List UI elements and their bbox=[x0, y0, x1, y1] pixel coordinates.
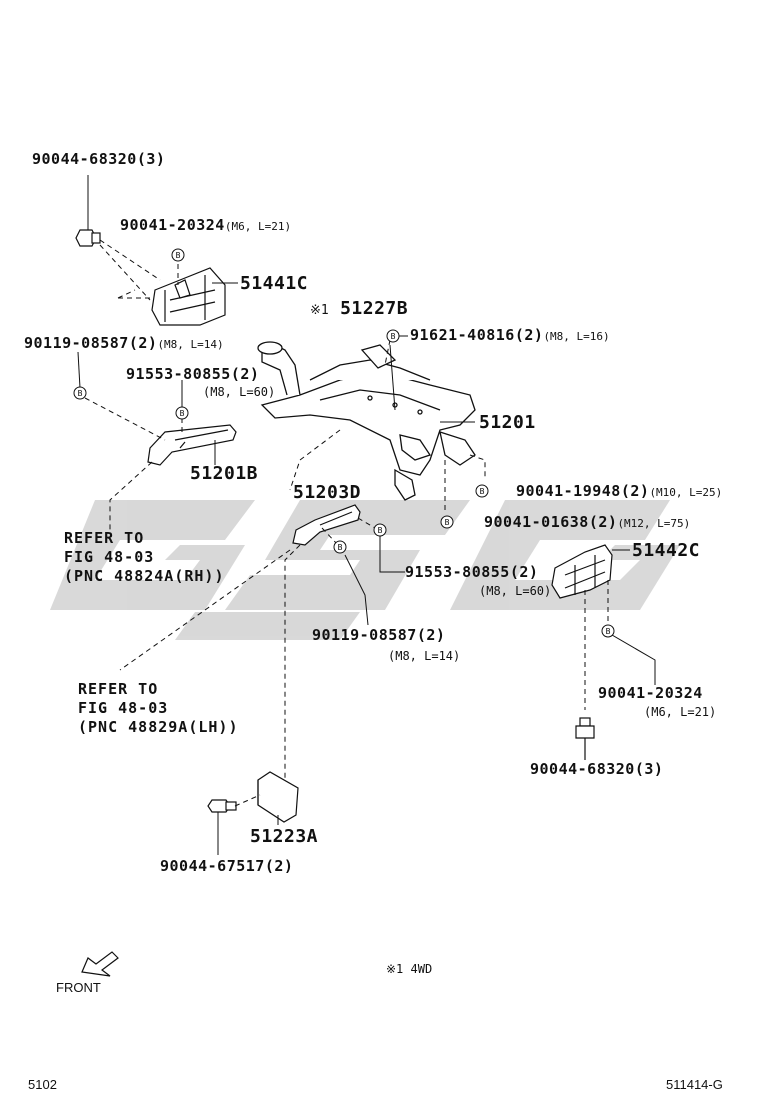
bracket-51442c bbox=[551, 544, 613, 599]
refer-note-lh: REFER TO FIG 48-03 (PNC 48829A(LH)) bbox=[78, 680, 239, 736]
part-label-51201: 51201 bbox=[479, 412, 536, 433]
watermark-logo bbox=[50, 500, 680, 640]
bolt-marker-text: B bbox=[338, 543, 343, 552]
part-label-90041-20324-lh: 90041-20324(M6, L=21) bbox=[120, 216, 292, 234]
page-code: 5102 bbox=[28, 1077, 57, 1092]
bolt-marker-text: B bbox=[176, 251, 181, 260]
bolt-marker-text: B bbox=[180, 409, 185, 418]
footnote-4wd: ※1 4WD bbox=[386, 962, 433, 976]
part-label-90044-68320-lh: 90044-68320(3) bbox=[32, 150, 166, 168]
part-spec-90041-20324-rh: (M6, L=21) bbox=[644, 705, 717, 719]
refer-note-rh: REFER TO FIG 48-03 (PNC 48824A(RH)) bbox=[64, 529, 225, 585]
bracket-51441c bbox=[151, 267, 226, 326]
part-label-51223a: 51223A bbox=[250, 826, 319, 847]
bracket-51201b bbox=[147, 424, 237, 466]
bolt-marker-text: B bbox=[606, 627, 611, 636]
part-label-51201b: 51201B bbox=[190, 463, 259, 484]
bolt-marker-text: B bbox=[78, 389, 83, 398]
bracket-51223a bbox=[257, 771, 299, 823]
illustration-id: 511414-G bbox=[666, 1077, 723, 1092]
part-label-91621-40816: 91621-40816(2)(M8, L=16) bbox=[410, 326, 610, 344]
part-label-90119-08587-rh: 90119-08587(2) bbox=[312, 626, 446, 644]
bolt-marker-text: B bbox=[391, 332, 396, 341]
front-label: FRONT bbox=[56, 980, 101, 995]
part-label-91553-80855-lh: 91553-80855(2) bbox=[126, 365, 260, 383]
part-label-90119-08587-lh: 90119-08587(2)(M8, L=14) bbox=[24, 334, 224, 352]
part-spec-91553-80855-lh: (M8, L=60) bbox=[203, 385, 276, 399]
part-label-91553-80855-rh: 91553-80855(2) bbox=[405, 563, 539, 581]
part-spec-90119-08587-rh: (M8, L=14) bbox=[388, 649, 461, 663]
part-label-90041-20324-rh: 90041-20324 bbox=[598, 684, 703, 702]
bolt-90044-67517 bbox=[207, 799, 237, 813]
part-label-90044-67517: 90044-67517(2) bbox=[160, 857, 294, 875]
part-label-51442c: 51442C bbox=[632, 540, 701, 561]
bolt-marker-text: B bbox=[378, 526, 383, 535]
part-label-90044-68320-rh: 90044-68320(3) bbox=[530, 760, 664, 778]
bracket-51203d bbox=[292, 504, 361, 546]
bolt-marker bbox=[73, 248, 615, 638]
bolt-90044-68320-rh bbox=[575, 717, 595, 760]
bolt-marker-text: B bbox=[480, 487, 485, 496]
front-arrow-icon bbox=[81, 951, 119, 977]
part-label-90041-19948: 90041-19948(2)(M10, L=25) bbox=[516, 482, 723, 500]
bolt-marker-text: B bbox=[445, 518, 450, 527]
part-label-51203d: 51203D bbox=[293, 482, 362, 503]
crossmember-51201 bbox=[257, 341, 476, 501]
part-label-51227b: ※1 51227B bbox=[310, 298, 409, 319]
bolt-90044-68320-lh bbox=[75, 229, 101, 247]
part-label-51441c: 51441C bbox=[240, 273, 309, 294]
part-spec-91553-80855-rh: (M8, L=60) bbox=[479, 584, 552, 598]
part-label-90041-01638: 90041-01638(2)(M12, L=75) bbox=[484, 513, 691, 531]
